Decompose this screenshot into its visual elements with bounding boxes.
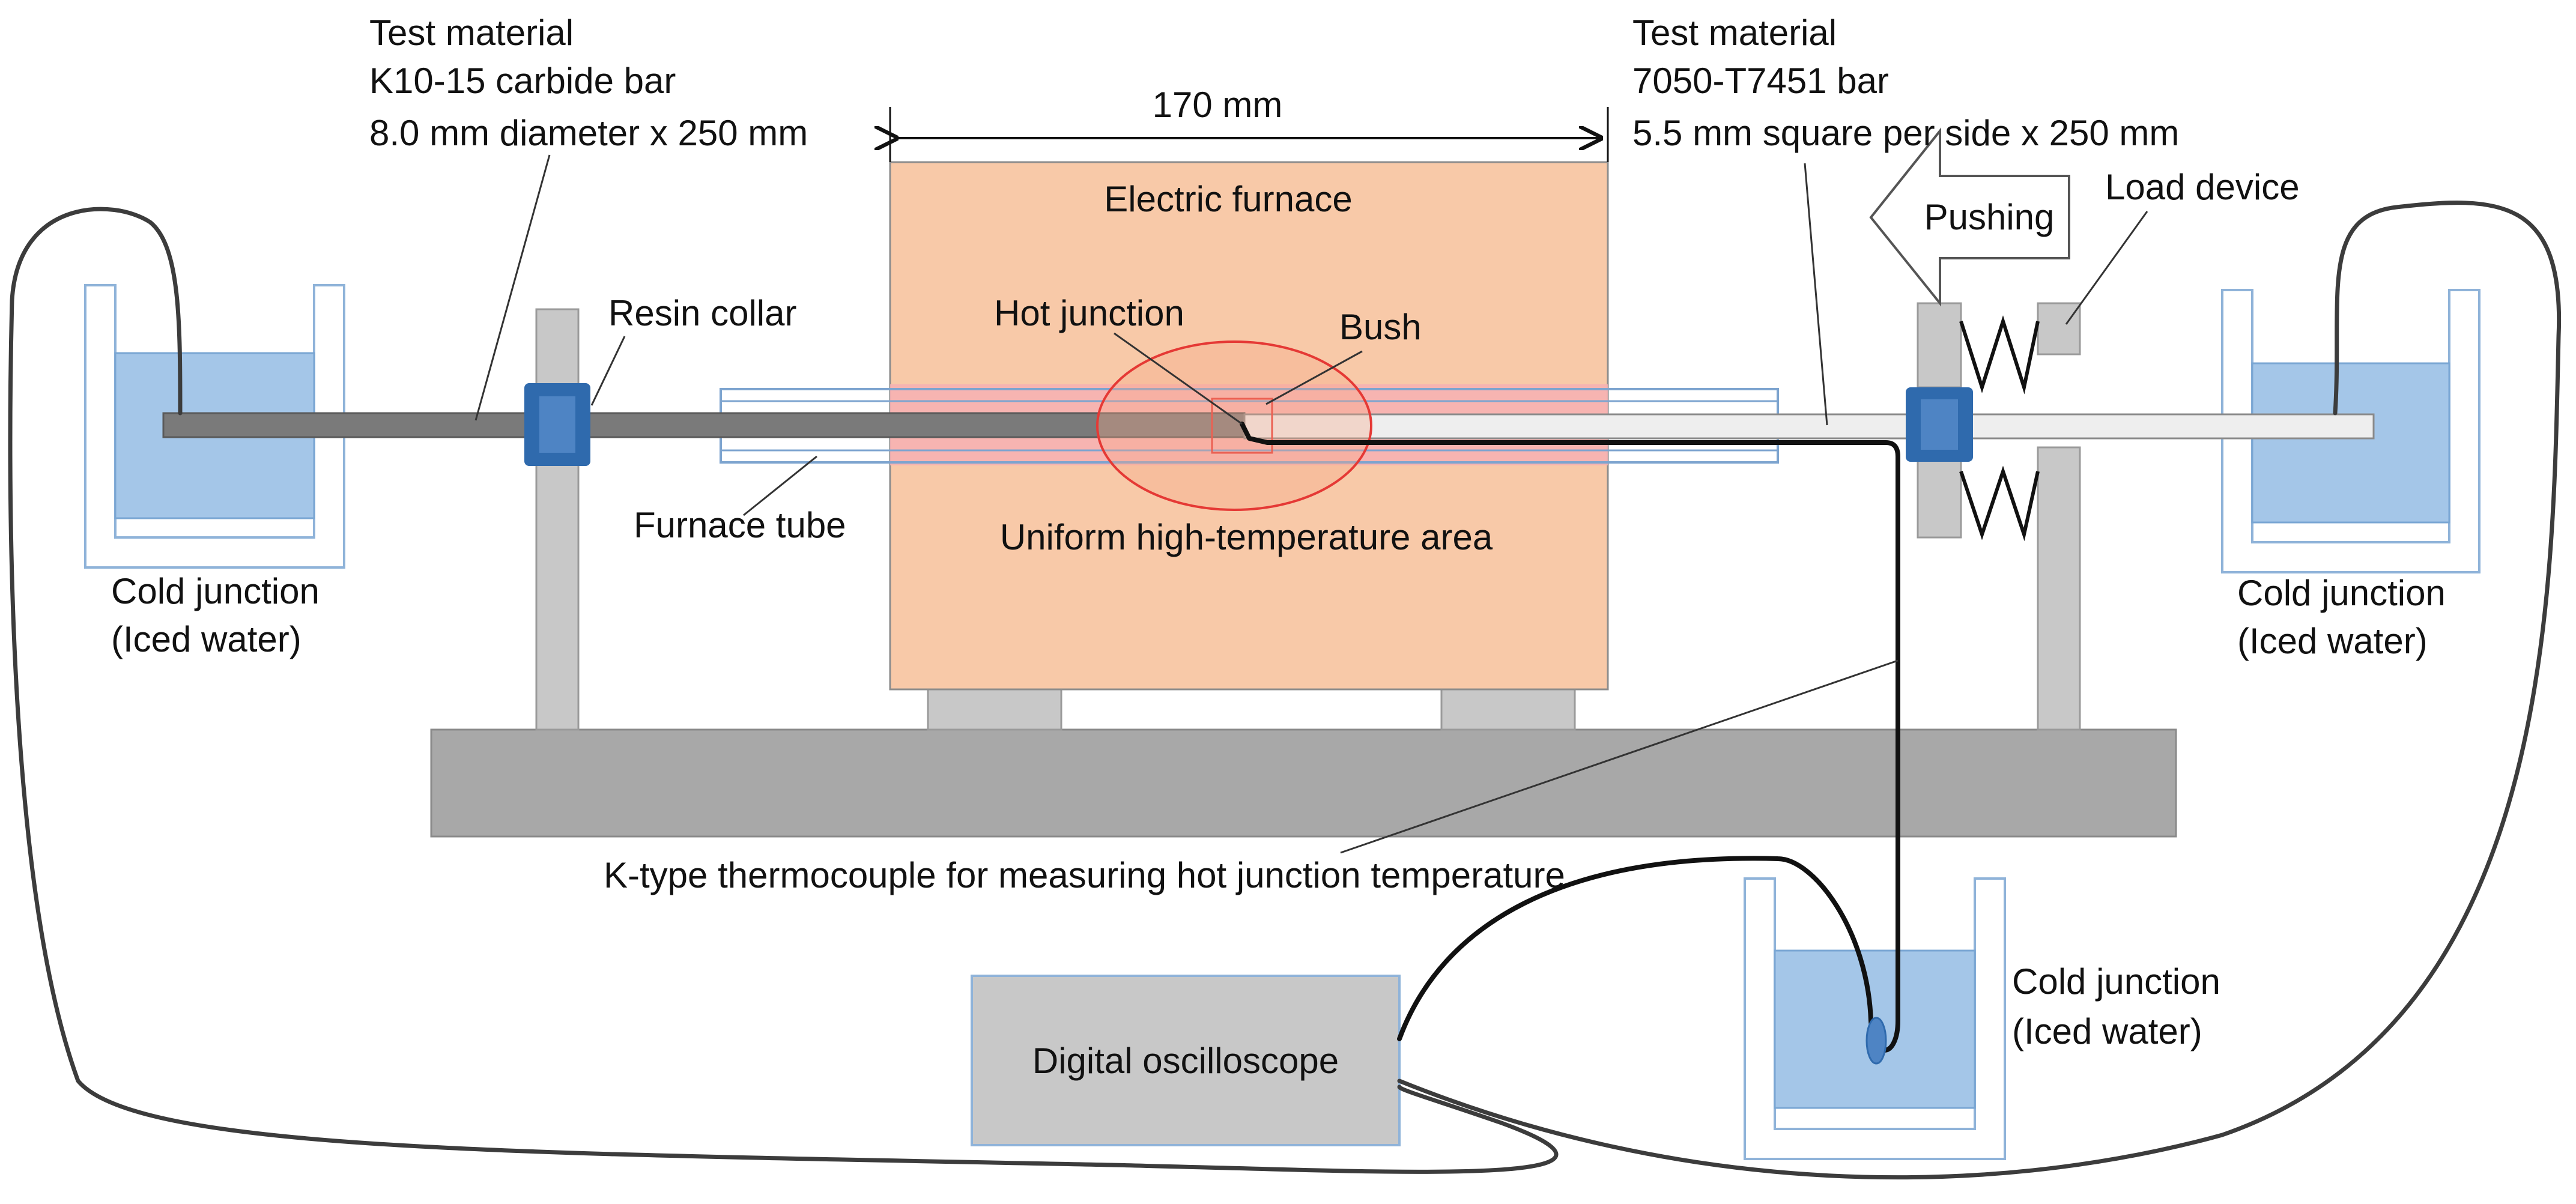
thermocouple-label: K-type thermocouple for measuring hot ju… — [604, 855, 1565, 895]
left-test-material-line2: K10-15 carbide bar — [369, 61, 676, 101]
load-device-plate-lower — [1917, 458, 1962, 539]
left-test-material-line1: Test material — [369, 13, 574, 53]
cold-junction-right-line2: (Iced water) — [2237, 621, 2428, 661]
leader-bush — [1265, 350, 1363, 405]
left-support-post — [535, 308, 580, 731]
electric-furnace-label: Electric furnace — [1104, 179, 1353, 219]
left-test-material-line3: 8.0 mm diameter x 250 mm — [369, 113, 808, 153]
resin-collar-right-core — [1921, 399, 1958, 450]
leader-left-test-material — [474, 154, 551, 421]
resin-collar-left-core — [539, 396, 575, 453]
leader-load-device — [2065, 211, 2148, 325]
cold-junction-left-line2: (Iced water) — [111, 619, 302, 659]
load-device-post — [2037, 446, 2081, 731]
spring-lower — [1959, 465, 2040, 542]
oscilloscope-label: Digital oscilloscope — [1032, 1041, 1339, 1081]
cold-junction-bottom-line1: Cold junction — [2012, 961, 2220, 1002]
right-test-material-line2: 7050-T7451 bar — [1632, 61, 1889, 101]
leader-resin-collar — [590, 336, 626, 406]
carbide-bar — [162, 412, 1246, 438]
k-type-thermocouple-wire — [1240, 422, 1900, 1053]
cold-junction-right-line1: Cold junction — [2237, 573, 2446, 613]
bottom-thermocouple-junction-bead — [1865, 1017, 1887, 1065]
leader-right-test-material — [1804, 163, 1828, 426]
right-test-material-line3: 5.5 mm square per side x 250 mm — [1632, 113, 2179, 153]
base-plate — [430, 728, 2177, 838]
right-test-material-line1: Test material — [1632, 13, 1837, 53]
spring-upper — [1959, 315, 2040, 395]
furnace-foot-left — [927, 688, 1062, 731]
aluminum-bar — [1243, 413, 2375, 440]
uniform-high-temperature-area-ellipse — [1096, 340, 1372, 511]
digital-oscilloscope — [971, 975, 1401, 1146]
resin-collar-label: Resin collar — [608, 293, 796, 333]
furnace-tube-label: Furnace tube — [634, 505, 846, 545]
dimension-label: 170 mm — [1153, 85, 1283, 125]
cold-junction-left-line1: Cold junction — [111, 571, 320, 611]
load-device-label: Load device — [2105, 167, 2300, 207]
uniform-area-label: Uniform high-temperature area — [1000, 517, 1493, 557]
cold-junction-bottom-line2: (Iced water) — [2012, 1011, 2202, 1051]
pushing-label: Pushing — [1924, 197, 2055, 237]
bush-label: Bush — [1339, 307, 1422, 347]
load-device-block-upper — [2037, 302, 2081, 355]
furnace-foot-right — [1440, 688, 1576, 731]
hot-junction-label: Hot junction — [994, 293, 1184, 333]
cold-junction-wire-right — [1397, 201, 2562, 1180]
leader-furnace-tube — [743, 455, 817, 516]
leader-thermocouple — [1340, 659, 1899, 854]
pushing-arrow — [1869, 127, 2070, 307]
iced-water-right — [2251, 362, 2450, 524]
load-device-plate-upper — [1917, 302, 1962, 389]
leader-hot-junction — [1114, 332, 1243, 425]
cold-junction-wire-left — [8, 207, 1559, 1174]
bush — [1211, 398, 1273, 454]
